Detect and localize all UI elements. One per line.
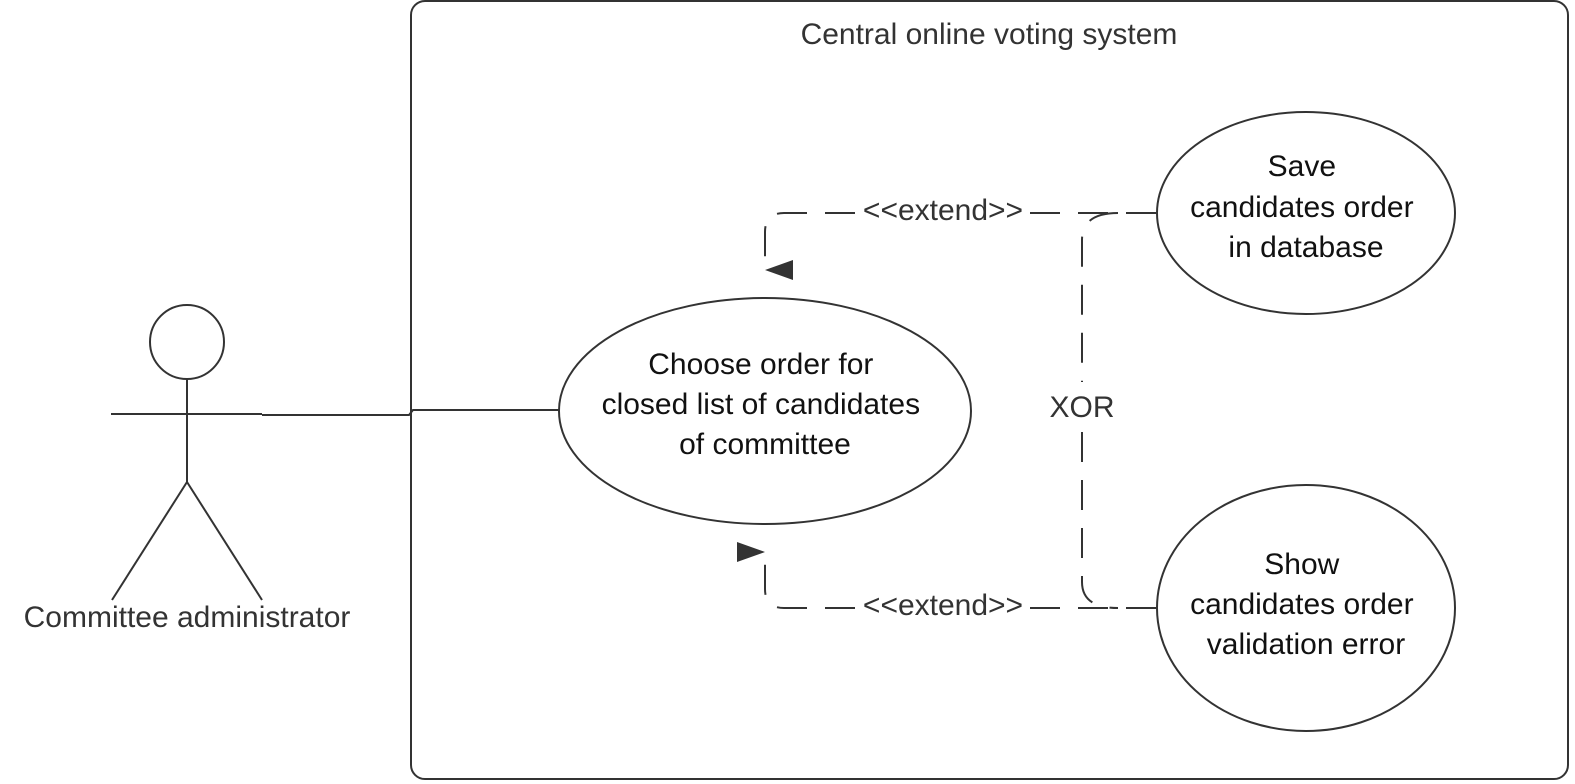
actor-name: Committee administrator [24, 601, 351, 634]
extend-arrow-top [765, 212, 1156, 270]
system-boundary [410, 0, 1569, 780]
use-case-save-order-label: Save candidates order in database [1190, 150, 1422, 264]
system-title: Central online voting system [801, 18, 1178, 51]
use-case-choose-order-label: Choose order for closed list of candidat… [602, 348, 929, 461]
use-case-choose-order-line-1: Choose order for [648, 348, 873, 381]
use-case-save-order[interactable] [1156, 111, 1456, 315]
use-case-choose-order-line-2: closed list of candidates [602, 388, 921, 421]
use-case-validation-error[interactable] [1156, 484, 1456, 732]
actor-right-leg [186, 481, 263, 601]
actor-left-leg [111, 481, 188, 601]
extend-arrow-bottom [765, 552, 1156, 609]
actor-stick-figure [111, 304, 263, 601]
use-case-validation-error-label: Show candidates order validation error [1190, 548, 1422, 661]
extend-label-bottom: <<extend>> [863, 589, 1023, 622]
extend-label-top: <<extend>> [863, 194, 1023, 227]
actor-head [149, 304, 225, 380]
use-case-save-order-line-1: Save [1268, 150, 1336, 183]
use-case-save-order-line-3: in database [1228, 231, 1383, 264]
use-case-validation-error-line-1: Show [1264, 548, 1339, 581]
use-case-save-order-line-2: candidates order [1190, 191, 1413, 224]
xor-constraint-line [1081, 212, 1119, 609]
use-case-validation-error-line-2: candidates order [1190, 588, 1413, 621]
association-line [262, 409, 560, 416]
use-case-choose-order-line-3: of committee [679, 428, 851, 461]
use-case-validation-error-line-3: validation error [1207, 628, 1405, 661]
xor-label: XOR [1049, 391, 1114, 424]
